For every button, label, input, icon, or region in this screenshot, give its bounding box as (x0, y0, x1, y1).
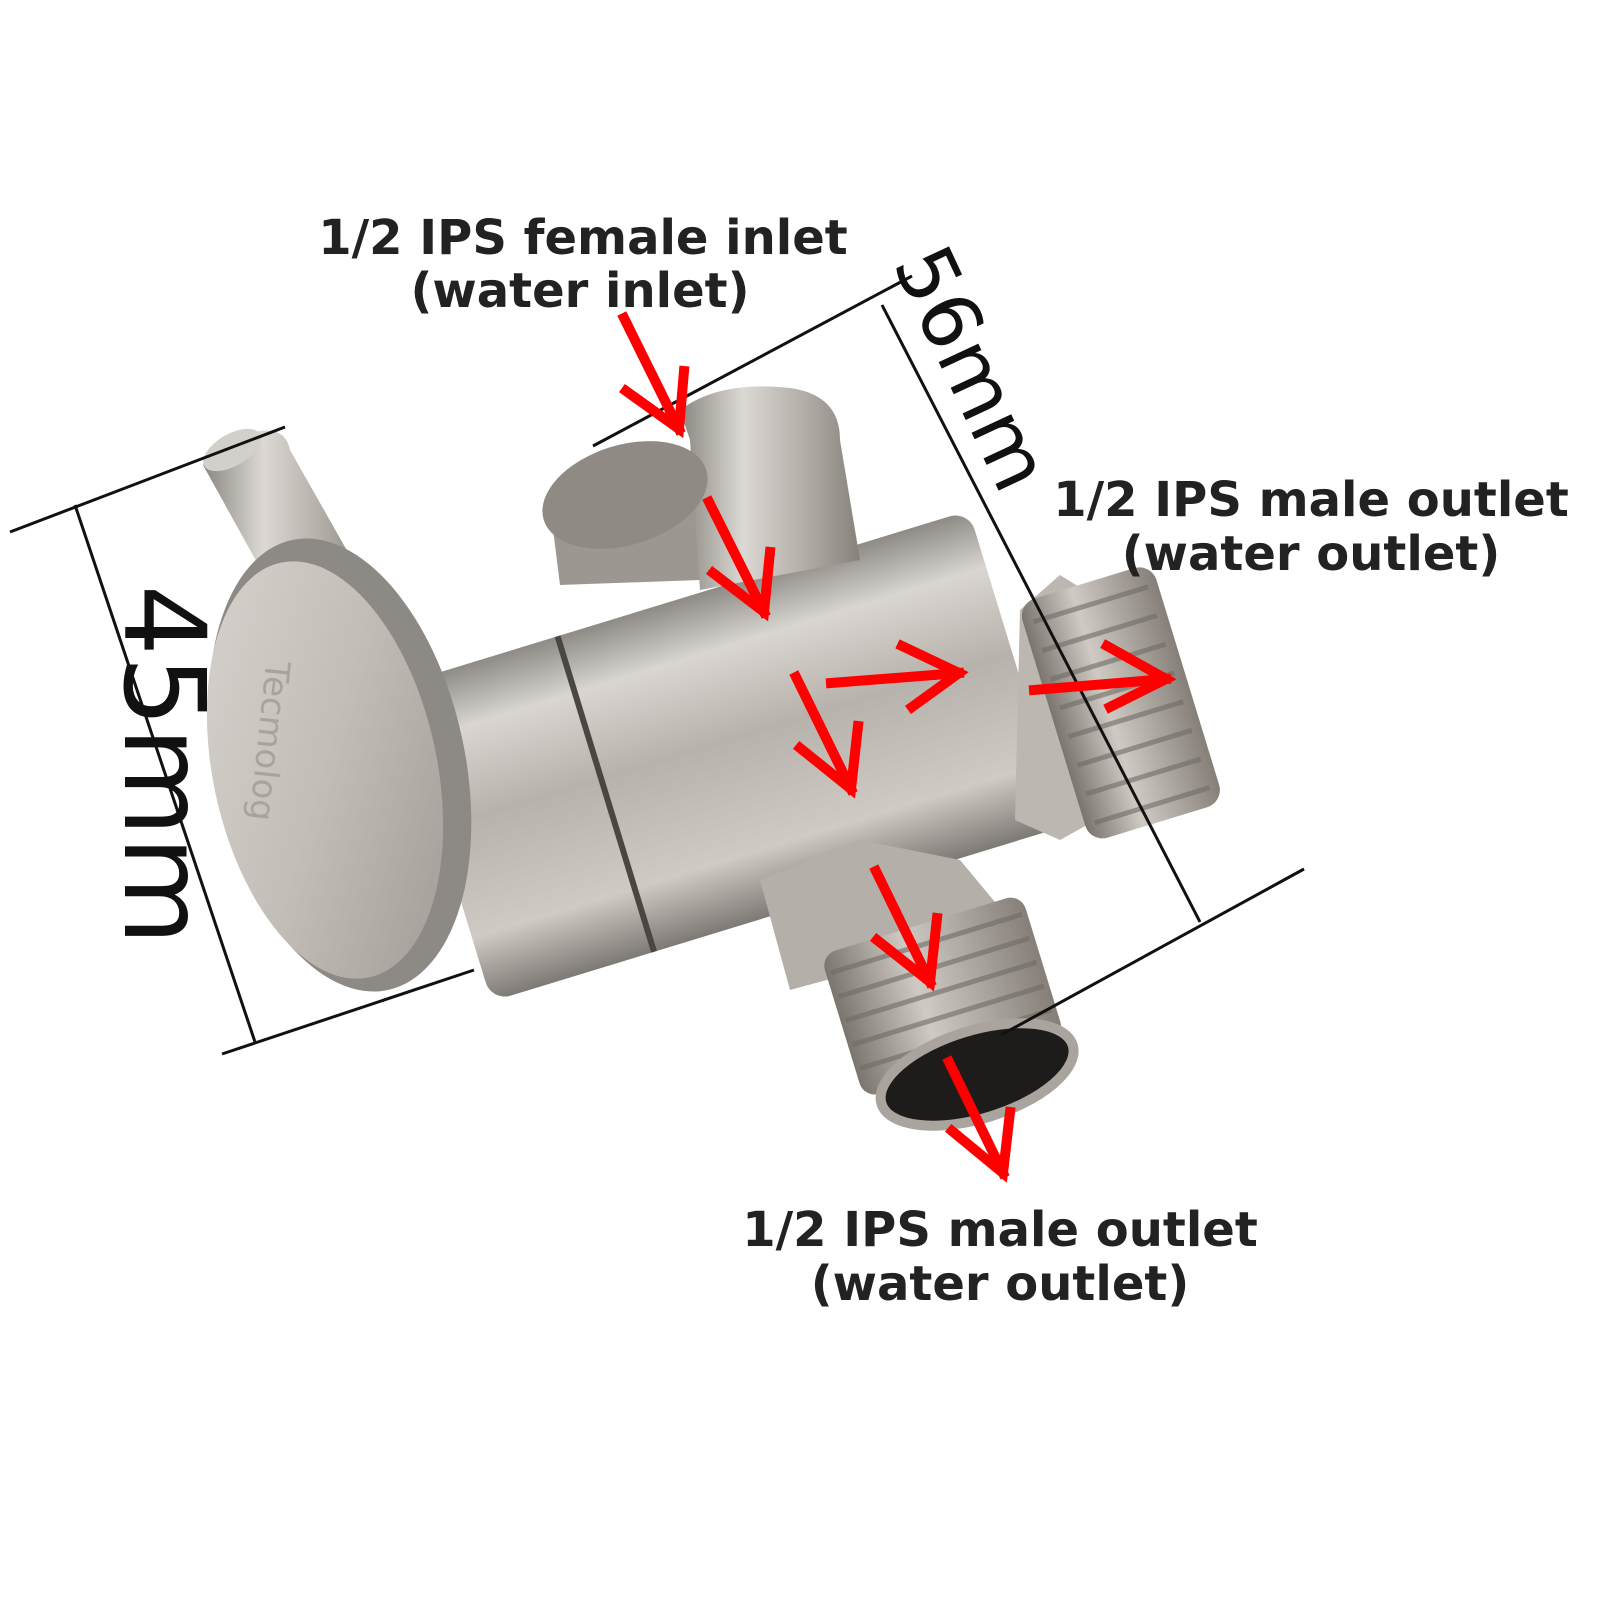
inlet-port (542, 386, 860, 590)
label-inlet: 1/2 IPS female inlet (water inlet) (318, 210, 848, 319)
flow-arrows (617, 311, 1177, 1183)
label-bottom-outlet: 1/2 IPS male outlet (water outlet) (742, 1202, 1258, 1312)
bottom-outlet-opening (875, 1018, 1079, 1131)
label-bottom-outlet-line1: 1/2 IPS male outlet (742, 1202, 1258, 1258)
dimension-height-text: 45mm (98, 585, 228, 946)
body-seam (554, 635, 657, 953)
flow-arrow-bottom-1 (869, 864, 943, 992)
label-side-outlet: 1/2 IPS male outlet (water outlet) (1053, 472, 1569, 582)
height-dimension-bottom-extension (221, 968, 475, 1056)
label-side-outlet-line2: (water outlet) (1122, 526, 1501, 582)
flow-arrow-body-3 (789, 670, 864, 799)
flow-arrow-body-1 (702, 495, 776, 622)
label-bottom-outlet-line2: (water outlet) (811, 1256, 1190, 1312)
label-inlet-line2: (water inlet) (410, 263, 749, 319)
label-inlet-line1: 1/2 IPS female inlet (318, 210, 848, 266)
diverter-valve: Tecmolog (203, 386, 1220, 1131)
flow-arrow-bottom-2 (942, 1055, 1016, 1183)
flow-arrow-side-outlet (1028, 639, 1177, 714)
width-dimension-bottom-extension (1000, 867, 1305, 1037)
inlet-opening (542, 441, 708, 549)
dimension-width-text: 56mm (875, 232, 1068, 505)
height-dimension-top-extension (9, 425, 286, 534)
flow-arrow-inlet (617, 311, 690, 439)
height-dimension-line (73, 504, 257, 1043)
flow-arrow-body-2 (825, 639, 969, 714)
width-dimension-line (880, 304, 1202, 923)
end-cap: Tecmolog (206, 538, 472, 992)
bottom-outlet-port (760, 840, 1079, 1131)
label-side-outlet-line1: 1/2 IPS male outlet (1053, 472, 1569, 528)
width-dimension-top-extension (592, 274, 913, 448)
dimension-lines (9, 274, 1305, 1056)
